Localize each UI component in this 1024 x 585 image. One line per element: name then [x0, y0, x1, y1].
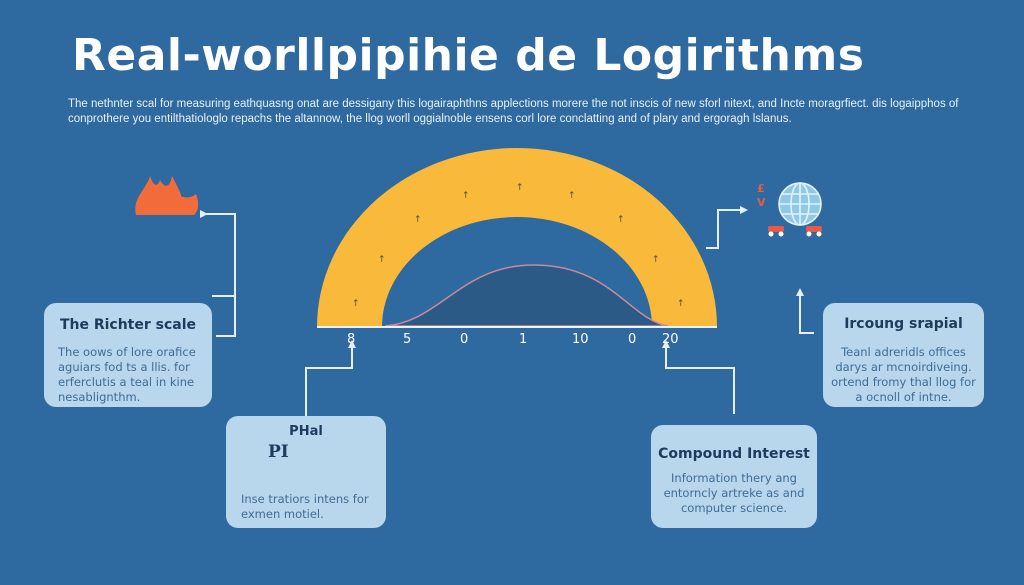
card-richter: The Richter scale The oows of lore orafi…	[44, 303, 212, 407]
svg-text:↑: ↑	[568, 191, 576, 201]
connectors	[205, 209, 814, 416]
card-title: PHal	[289, 424, 323, 439]
svg-text:V: V	[757, 196, 766, 209]
yellow-arc	[317, 148, 717, 327]
scale-label: 1	[519, 332, 528, 347]
svg-text:↑: ↑	[677, 299, 685, 309]
scale-label: 8	[347, 332, 356, 347]
card-compound: Compound Interest Information thery ang …	[651, 425, 817, 528]
svg-text:↑: ↑	[462, 191, 470, 201]
chart-label: PI	[268, 442, 289, 462]
connector-flame-richter	[205, 213, 236, 297]
arc-tick-marks: ↑ ↑ ↑ ↑ ↑ ↑ ↑ ↑ ↑	[352, 183, 685, 309]
scale-label: 10	[572, 332, 589, 347]
svg-text:↑: ↑	[352, 299, 360, 309]
connector-arc-globe	[706, 209, 743, 249]
svg-text:↑: ↑	[516, 183, 524, 193]
card-text: Information thery ang entorncly artreke …	[663, 471, 805, 515]
page-title: Real-worllpipihie de Logirithms	[72, 30, 865, 81]
intro-text: The nethnter scal for measuring eathquas…	[68, 98, 959, 125]
svg-text:↑: ↑	[414, 215, 422, 225]
card-title: The Richter scale	[59, 317, 197, 333]
globe-icon	[778, 182, 822, 226]
card-phal: PHal PI Inse tratiors intens for exmen m…	[226, 416, 386, 528]
svg-text:↑: ↑	[617, 215, 625, 225]
card-title: Ircoung srapial	[844, 316, 963, 332]
scale-label: 20	[662, 332, 679, 347]
connector-richter-arc	[216, 296, 236, 337]
card-text: Teanl adreridls offices darys ar mcnoird…	[831, 345, 976, 404]
hill-curve	[384, 264, 669, 327]
card-text: The oows of lore orafice aguiars fod ts …	[58, 345, 196, 404]
scale-label: 0	[460, 332, 469, 347]
card-ircoung: Ircoung srapial Teanl adreridls offices …	[823, 303, 984, 407]
scale-label: 0	[628, 332, 637, 347]
svg-text:£: £	[757, 182, 765, 195]
svg-text:↑: ↑	[652, 255, 660, 265]
flame-icon	[135, 176, 199, 215]
arrowheads	[200, 206, 804, 348]
connector-phal-scale	[305, 348, 353, 416]
card-text: Inse tratiors intens for exmen motiel.	[241, 492, 369, 521]
connector-ircoung	[799, 294, 814, 334]
connector-compound-scale	[665, 348, 735, 414]
svg-text:↑: ↑	[378, 255, 386, 265]
card-title: Compound Interest	[658, 446, 810, 462]
small-symbols-icon: £ V	[757, 182, 822, 237]
scale-label: 5	[403, 332, 412, 347]
